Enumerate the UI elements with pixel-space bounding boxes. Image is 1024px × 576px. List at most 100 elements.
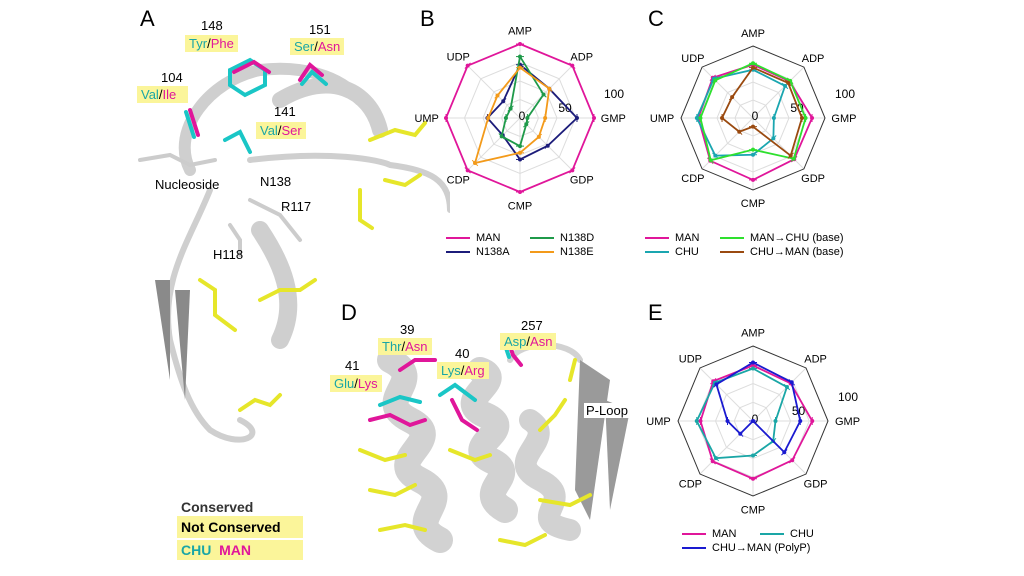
h118-label: H118: [213, 247, 244, 262]
series-line-chu: [695, 367, 789, 460]
legend-item: CHU→MAN (base): [720, 246, 844, 258]
axis-label-adp: ADP: [804, 353, 827, 365]
tick-label: 0: [752, 109, 759, 123]
key-conserved: Conserved: [181, 499, 254, 515]
axis-label-cdp: CDP: [681, 173, 704, 185]
legend-swatch: [720, 237, 744, 239]
axis-label-ump: UMP: [646, 416, 670, 428]
key-man: MAN: [219, 542, 252, 558]
residue-label-39: Thr/Asn: [378, 338, 432, 355]
error-bar: [712, 454, 720, 462]
axis-label-cmp: CMP: [508, 200, 532, 212]
chu-residue: Val: [260, 123, 278, 138]
error-bar: [546, 85, 553, 92]
error-bar: [788, 379, 795, 386]
error-bar: [728, 93, 736, 101]
tick-label: 0: [519, 109, 526, 123]
chu-residue: Tyr: [189, 36, 208, 51]
error-bar: [713, 381, 720, 388]
legend-label: CHU: [675, 246, 699, 258]
chu-residue: Glu: [334, 376, 355, 391]
axis-label-cdp: CDP: [447, 175, 470, 187]
residue-number-141: 141: [274, 104, 296, 119]
axis-label-ump: UMP: [650, 113, 674, 125]
grid-spoke: [701, 66, 754, 119]
tick-label: 100: [835, 87, 855, 101]
legend-label: N138A: [476, 246, 510, 258]
axis-label-adp: ADP: [802, 53, 825, 65]
error-bar: [781, 82, 789, 90]
panel-letter-d: D: [341, 300, 357, 325]
error-bar: [712, 77, 719, 84]
legend-label: MAN: [675, 232, 700, 244]
error-bar: [709, 458, 716, 465]
grid-spoke: [519, 65, 573, 119]
error-bar: [498, 133, 505, 140]
slash: /: [401, 339, 406, 354]
p-loop-label: P-Loop: [584, 403, 630, 418]
error-bar: [471, 159, 479, 167]
legend-swatch: [446, 237, 470, 239]
error-bar: [710, 75, 717, 82]
axis-label-gmp: GMP: [601, 113, 626, 125]
error-bar: [781, 449, 788, 456]
residue-label-104: Val/Ile: [137, 86, 189, 103]
legend-label: MAN: [712, 528, 737, 540]
residue-number-41: 41: [345, 358, 360, 373]
nucleoside-label: Nucleoside: [155, 177, 220, 192]
error-bar: [494, 92, 501, 99]
legend-label: CHU→MAN (base): [750, 246, 844, 258]
axis-label-amp: AMP: [741, 328, 765, 340]
error-bar: [707, 157, 714, 164]
axis-label-gmp: GMP: [835, 416, 860, 428]
panel-letter-e: E: [648, 300, 663, 325]
legend-label: N138E: [560, 246, 594, 258]
error-bar: [737, 430, 744, 437]
error-bar: [711, 379, 718, 386]
error-bar: [786, 77, 794, 85]
legend-swatch: [446, 251, 470, 253]
residue-label-148: Tyr/Phe: [185, 35, 238, 52]
tick-label: 100: [838, 390, 858, 404]
slash: /: [460, 363, 465, 378]
legend-swatch: [682, 547, 706, 549]
man-residue: Arg: [464, 363, 485, 378]
error-bar: [710, 378, 717, 385]
man-residue: Ile: [162, 87, 177, 102]
key-chu: CHU: [181, 542, 212, 558]
man-residue: Lys: [357, 376, 378, 391]
residue-number-39: 39: [400, 322, 415, 337]
man-residue: Ser: [281, 123, 302, 138]
error-bar: [544, 142, 551, 149]
legend-label: N138D: [560, 232, 595, 244]
residue-number-257: 257: [521, 318, 543, 333]
slash: /: [526, 334, 531, 349]
legend-label: CHU→MAN (PolyP): [712, 542, 811, 554]
legend-item: N138E: [530, 246, 594, 258]
error-bar: [784, 79, 792, 87]
legend-item: N138A: [446, 246, 510, 258]
legend-item: CHU→MAN (PolyP): [682, 542, 810, 554]
grid-spoke: [699, 367, 754, 422]
man-residue: Phe: [210, 36, 234, 51]
residue-label-40: Lys/Arg: [437, 362, 489, 379]
man-residue: Asn: [405, 339, 428, 354]
legend-swatch: [530, 251, 554, 253]
slash: /: [207, 36, 211, 51]
legend-swatch: [720, 251, 744, 253]
error-bar: [535, 133, 543, 141]
axis-label-udp: UDP: [679, 353, 702, 365]
axis-label-ump: UMP: [414, 113, 438, 125]
legend-item: MAN→CHU (base): [720, 232, 844, 244]
grid-spoke: [752, 367, 807, 422]
error-bar: [736, 128, 743, 135]
axis-label-udp: UDP: [447, 51, 470, 63]
axis-label-udp: UDP: [681, 53, 704, 65]
axis-label-gmp: GMP: [831, 113, 856, 125]
legend-label: MAN→CHU (base): [750, 232, 844, 244]
key-chu-man: CHU MAN: [177, 540, 303, 560]
legend-item: CHU: [760, 528, 814, 540]
axis-label-gdp: GDP: [570, 175, 594, 187]
residue-label-41: Glu/Lys: [330, 375, 382, 392]
